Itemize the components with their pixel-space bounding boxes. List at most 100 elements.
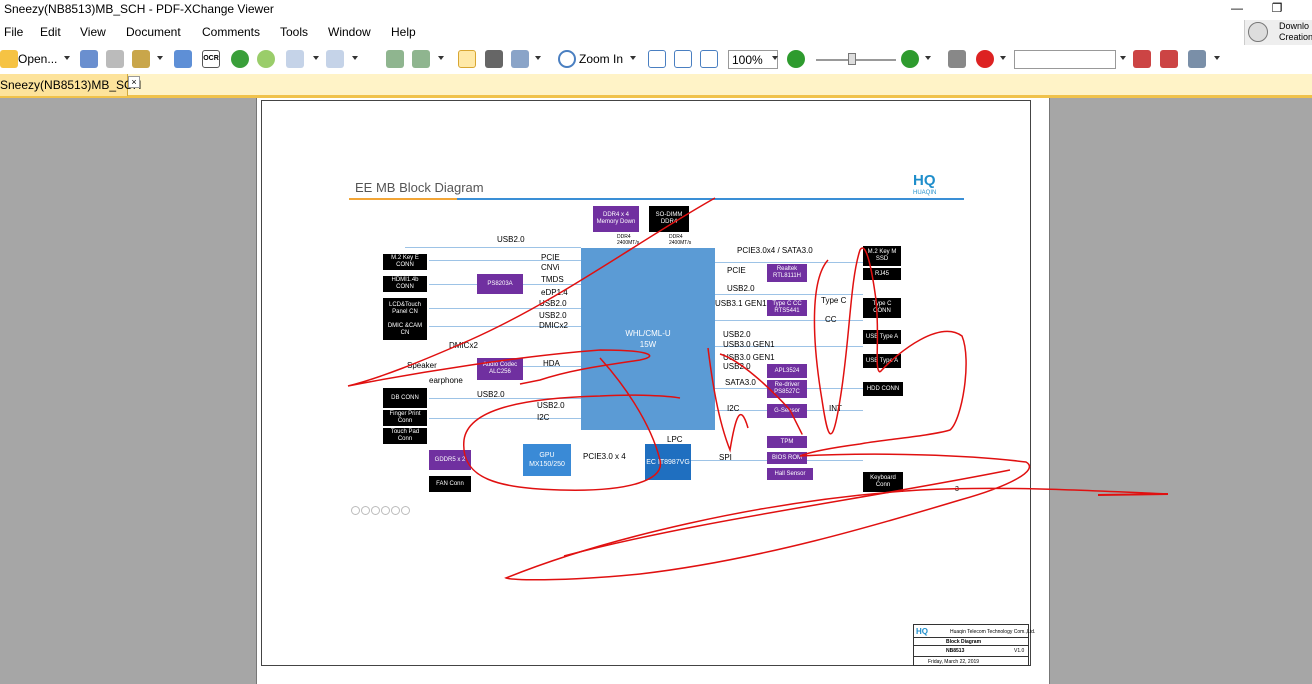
undo-dropdown-caret[interactable]	[313, 56, 319, 60]
print-icon[interactable]	[106, 50, 124, 68]
open-dropdown-caret[interactable]	[64, 56, 70, 60]
rotate-right-icon[interactable]	[412, 50, 430, 68]
undo-icon[interactable]	[286, 50, 304, 68]
search-dropdown-caret[interactable]	[1120, 56, 1126, 60]
block-label: G-Sensor	[774, 407, 800, 414]
select-dropdown-caret[interactable]	[535, 56, 541, 60]
actual-size-icon[interactable]	[648, 50, 666, 68]
download-icon	[1248, 22, 1268, 42]
menu-tools[interactable]: Tools	[280, 25, 309, 39]
save-icon[interactable]	[80, 50, 98, 68]
search-input[interactable]	[1014, 50, 1116, 69]
signal-dmicx2-a: DMICx2	[539, 321, 568, 330]
zoom-plus-dropdown-caret[interactable]	[925, 56, 931, 60]
huaqin-logo-text: HUAQIN	[913, 190, 937, 196]
signal-usb30-a: USB3.0 GEN1	[723, 340, 775, 349]
signal-cnvi: CNVi	[541, 263, 560, 272]
ec-block: EC IT8987VG	[645, 444, 691, 480]
block-label: M.2 Key M SSD	[867, 249, 897, 262]
zoom-slider-track[interactable]	[816, 59, 896, 61]
rotate-left-icon[interactable]	[386, 50, 404, 68]
binoculars-icon[interactable]	[948, 50, 966, 68]
menu-document[interactable]: Document	[126, 25, 181, 39]
stamp-icon[interactable]	[132, 50, 150, 68]
block-label: APL3524	[774, 367, 800, 374]
cpu-block: WHL/CML-U 15W	[581, 248, 715, 430]
select-tool-icon[interactable]	[511, 50, 529, 68]
menu-view[interactable]: View	[80, 25, 106, 39]
signal-hda: HDA	[543, 359, 560, 368]
block-label: M.2 Key E CONN	[391, 255, 419, 268]
lcd-dmic-block: LCD&Touch Panel CN DMIC &CAM CN	[383, 298, 427, 340]
ocr-icon[interactable]: OCR	[202, 50, 220, 68]
snapshot-icon[interactable]	[485, 50, 503, 68]
typec-cc-block: Type C CC RTS5441	[767, 300, 807, 316]
block-label: PS8203A	[487, 280, 513, 287]
zoom-slider-thumb[interactable]	[848, 53, 856, 65]
maximize-button[interactable]: ❐	[1271, 1, 1283, 15]
signal-type-c: Type C	[821, 296, 847, 305]
m2-key-e-block: M.2 Key E CONN	[383, 254, 427, 270]
find-next-icon[interactable]	[1160, 50, 1178, 68]
zoom-in-dropdown-caret[interactable]	[630, 56, 636, 60]
menu-comments[interactable]: Comments	[202, 25, 261, 39]
tools-icon[interactable]	[1188, 50, 1206, 68]
block-label: Touch Pad Conn	[390, 429, 420, 442]
nav-dot	[361, 506, 370, 515]
minimize-button[interactable]: —	[1231, 1, 1243, 15]
zoom-in-button[interactable]: Zoom In	[579, 52, 624, 66]
comment-icon[interactable]	[976, 50, 994, 68]
fit-width-icon[interactable]	[700, 50, 718, 68]
rotate-dropdown-caret[interactable]	[438, 56, 444, 60]
stamp-dropdown-caret[interactable]	[157, 56, 163, 60]
nav-dot	[351, 506, 360, 515]
zoom-level-input[interactable]: 100%	[728, 50, 778, 69]
download-creation-button[interactable]: Downlo Creation	[1244, 20, 1312, 45]
menu-edit[interactable]: Edit	[40, 25, 61, 39]
open-button[interactable]: Open...	[18, 52, 58, 66]
block-label: USB Type A	[865, 333, 899, 340]
block-label: Finger Print Conn	[389, 411, 421, 424]
zoom-out-icon[interactable]	[787, 50, 805, 68]
signal-usb20-c: USB2.0	[477, 390, 505, 399]
menu-file[interactable]: File	[4, 25, 24, 39]
menu-window[interactable]: Window	[328, 25, 371, 39]
export-icon[interactable]	[174, 50, 192, 68]
open-icon[interactable]	[0, 50, 18, 68]
zoom-in-icon[interactable]	[558, 50, 576, 68]
keyboard-conn-block: Keyboard Conn	[863, 472, 903, 492]
document-tab[interactable]: Sneezy(NB8513)MB_SCH	[0, 74, 141, 96]
block-label: HDMI1.4b CONN	[391, 277, 419, 290]
menu-help[interactable]: Help	[391, 25, 416, 39]
ddr4-memory-block: DDR4 x 4 Memory Down	[593, 206, 639, 232]
m2-key-m-block: M.2 Key M SSD	[863, 246, 901, 266]
ddr4-signal-right: DDR4 2400MT/s	[669, 234, 692, 246]
forward-icon[interactable]	[257, 50, 275, 68]
title-block-row	[914, 645, 1028, 646]
usb-type-a-block-2: USB Type A	[863, 354, 901, 368]
redo-icon[interactable]	[326, 50, 344, 68]
signal-spi: SPI	[719, 453, 732, 462]
title-block-rev: V1.0	[1014, 648, 1025, 654]
back-icon[interactable]	[231, 50, 249, 68]
pdf-page[interactable]: EE MB Block Diagram HQ HUAQIN WHL/CML-U …	[256, 98, 1050, 684]
find-previous-icon[interactable]	[1133, 50, 1151, 68]
title-block-row	[914, 637, 1028, 638]
tab-close-icon[interactable]: ×	[128, 76, 140, 88]
schematic-frame	[261, 100, 1031, 666]
hand-tool-icon[interactable]	[458, 50, 476, 68]
rj45-block: RJ45	[863, 268, 901, 280]
signal-usb20-top: USB2.0	[497, 235, 525, 244]
title-bar: Sneezy(NB8513)MB_SCH - PDF-XChange Viewe…	[0, 0, 1312, 20]
tools-dropdown-caret[interactable]	[1214, 56, 1220, 60]
diagram-title: EE MB Block Diagram	[355, 180, 484, 195]
redo-dropdown-caret[interactable]	[352, 56, 358, 60]
comment-dropdown-caret[interactable]	[1000, 56, 1006, 60]
block-label: FAN Conn	[436, 480, 464, 487]
document-tab-label: Sneezy(NB8513)MB_SCH	[0, 78, 142, 92]
fit-page-icon[interactable]	[674, 50, 692, 68]
zoom-plus-icon[interactable]	[901, 50, 919, 68]
wire	[715, 294, 863, 295]
zoom-level-dropdown-caret[interactable]	[772, 56, 778, 60]
document-workspace[interactable]: EE MB Block Diagram HQ HUAQIN WHL/CML-U …	[0, 98, 1312, 684]
